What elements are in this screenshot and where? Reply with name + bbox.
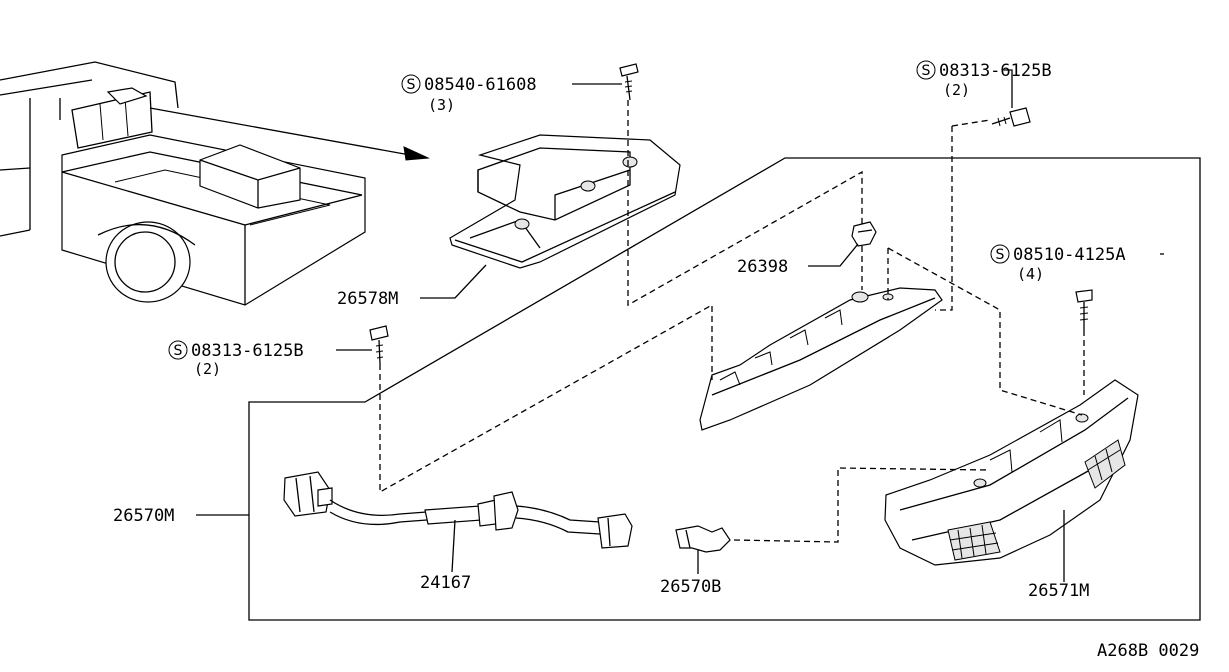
screw-08540-61608 [619,63,639,101]
bulb-26570B [675,525,731,553]
part-qty: (3) [428,96,455,114]
label-screw-top: S 08540-61608 (3) [401,74,537,114]
label-screw-lens: S 08510-4125A (4) [990,244,1126,283]
leader-lines [196,69,1164,582]
part-code-08313-6125B: 08313-6125B [939,61,1052,81]
s-mark: S [922,63,931,79]
screw-08510-4125A [1075,289,1093,330]
part-qty: (2) [194,360,221,378]
s-mark: S [174,343,183,359]
label-screw-right: S 08313-6125B (2) [916,60,1052,99]
label-26570B: 26570B [660,577,721,597]
label-26570M: 26570M [113,506,174,526]
grommet-26398 [851,221,877,247]
label-26571M: 26571M [1028,581,1089,601]
lamp-housing-part [884,379,1139,566]
harness-24167 [283,471,633,549]
label-26398: 26398 [737,257,788,277]
screw-08313-6125B-right [991,107,1031,127]
assembly-outline [248,157,1201,621]
part-qty: (4) [1017,265,1044,283]
dashed-guides [379,100,1085,543]
truck-illustration [0,61,430,306]
part-code-08313-6125B-left: 08313-6125B [191,341,304,361]
part-code-08510-4125A: 08510-4125A [1013,245,1126,265]
label-26578M: 26578M [337,289,398,309]
bracket-part [699,287,943,431]
part-qty: (2) [943,81,970,99]
diagram-code: A268B 0029 [1097,641,1199,661]
part-code-08540-61608: 08540-61608 [424,75,537,95]
screw-08313-6125B-left [369,325,389,365]
s-mark: S [996,247,1005,263]
label-screw-left: S 08313-6125B (2) [168,340,304,378]
s-mark: S [407,77,416,93]
lamp-cover-part [449,134,681,269]
label-24167: 24167 [420,573,471,593]
